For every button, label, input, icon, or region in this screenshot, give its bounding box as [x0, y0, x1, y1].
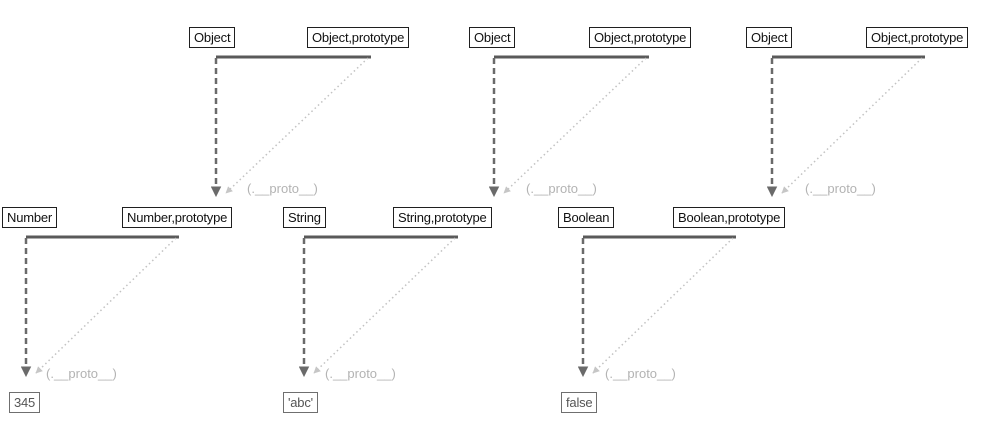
boolean-prototype-box: Boolean,prototype	[673, 207, 786, 228]
proto-arrow	[781, 57, 923, 194]
proto-arrow	[592, 237, 734, 374]
proto-arrow	[225, 57, 369, 194]
string-instance-box: 'abc'	[283, 392, 318, 413]
proto-label: (.__proto__)	[247, 181, 318, 196]
proto-label: (.__proto__)	[805, 181, 876, 196]
object-prototype-box: Object,prototype	[589, 27, 692, 48]
boolean-instance-box: false	[561, 392, 598, 413]
number-constructor-box: Number	[2, 207, 58, 228]
object-constructor-box: Object	[746, 27, 793, 48]
object-constructor-box: Object	[469, 27, 516, 48]
number-prototype-box: Number,prototype	[122, 207, 233, 228]
proto-label: (.__proto__)	[605, 366, 676, 381]
object-constructor-box: Object	[189, 27, 236, 48]
boolean-constructor-box: Boolean	[558, 207, 615, 228]
proto-arrow	[503, 57, 647, 194]
proto-arrow	[35, 237, 177, 374]
string-constructor-box: String	[283, 207, 326, 228]
number-instance-box: 345	[9, 392, 41, 413]
object-prototype-box: Object,prototype	[866, 27, 969, 48]
proto-label: (.__proto__)	[526, 181, 597, 196]
proto-arrow	[313, 237, 456, 374]
proto-label: (.__proto__)	[46, 366, 117, 381]
object-prototype-box: Object,prototype	[307, 27, 410, 48]
string-prototype-box: String,prototype	[393, 207, 492, 228]
proto-label: (.__proto__)	[325, 366, 396, 381]
